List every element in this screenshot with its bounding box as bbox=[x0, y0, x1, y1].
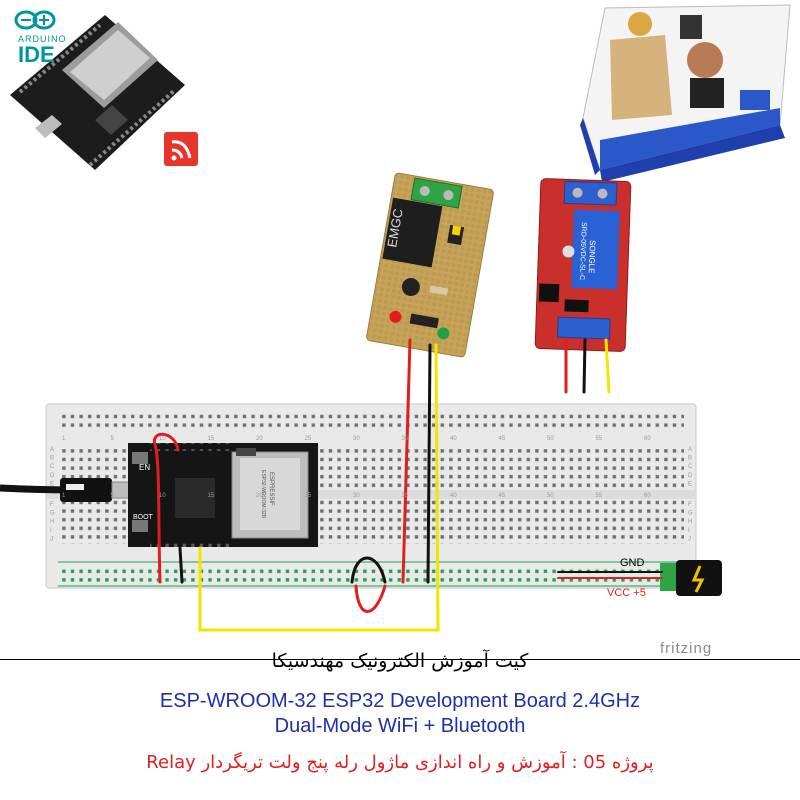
chip-model-label: ESP32-WROOM-32D bbox=[260, 470, 266, 519]
caption-line-2: Dual-Mode WiFi + Bluetooth bbox=[274, 715, 526, 737]
vcc-label: VCC +5 bbox=[607, 587, 646, 599]
breadboard-column-number: 5 bbox=[111, 436, 115, 442]
breadboard-row-letter: J bbox=[50, 536, 53, 542]
breadboard-column-number: 10 bbox=[159, 493, 166, 499]
caption-divider bbox=[0, 659, 800, 660]
breadboard-row-letter: F bbox=[50, 502, 54, 508]
esp32-board-photo bbox=[10, 15, 185, 170]
breadboard-row-letter: E bbox=[50, 481, 54, 487]
breadboard-row-letter: B bbox=[50, 456, 54, 462]
breadboard-column-number: 40 bbox=[450, 436, 457, 442]
left-relay-brand-label: EMGC bbox=[384, 208, 406, 249]
breadboard-row-letter: B bbox=[688, 456, 692, 462]
esp32-devkit bbox=[128, 443, 318, 547]
breadboard-row-letter: C bbox=[50, 464, 55, 470]
breadboard-row-letter: F bbox=[688, 502, 692, 508]
breadboard-column-number: 55 bbox=[596, 493, 603, 499]
fritzing-watermark: fritzing bbox=[660, 640, 713, 657]
arduino-ide-logo bbox=[14, 10, 56, 30]
breadboard-row-letter: H bbox=[688, 519, 692, 525]
breadboard-column-number: 20 bbox=[256, 493, 263, 499]
breadboard-column-number: 25 bbox=[305, 493, 312, 499]
breadboard-row-letter: J bbox=[688, 536, 691, 542]
breadboard-row-letter: I bbox=[688, 528, 690, 534]
breadboard-column-number: 1 bbox=[62, 436, 66, 442]
breadboard-column-number: 20 bbox=[256, 436, 263, 442]
ide-small-text: ARDUINO bbox=[18, 34, 67, 44]
breadboard-row-letter: E bbox=[688, 481, 692, 487]
right-relay-spec-label: SRD-05VDC-SL-C bbox=[578, 222, 587, 280]
breadboard-column-number: 60 bbox=[644, 436, 651, 442]
breadboard-column-number: 45 bbox=[499, 436, 506, 442]
caption-project: پروژه 05 : آموزش و راه اندازی ماژول رله … bbox=[146, 752, 654, 773]
espressif-logo-icon bbox=[164, 132, 198, 166]
breadboard-row-letter: H bbox=[50, 519, 54, 525]
relay-module-left bbox=[366, 172, 494, 358]
breadboard-column-number: 10 bbox=[159, 436, 166, 442]
right-relay-brand-label: SONGLE bbox=[587, 240, 597, 274]
en-button-label: EN bbox=[139, 463, 150, 472]
breadboard-column-number: 15 bbox=[208, 493, 215, 499]
breadboard-column-number: 40 bbox=[450, 493, 457, 499]
breadboard-column-number: 5 bbox=[111, 493, 115, 499]
arduino-ide-text: ARDUINO IDE bbox=[18, 34, 67, 68]
breadboard-column-number: 30 bbox=[353, 436, 360, 442]
breadboard-row-letter: D bbox=[688, 473, 693, 479]
caption-title-fa: کیت آموزش الکترونیک مهندسیکا bbox=[271, 650, 529, 672]
breadboard-column-number: 50 bbox=[547, 436, 554, 442]
gnd-label: GND bbox=[620, 557, 645, 569]
breadboard-column-number: 30 bbox=[353, 493, 360, 499]
wires bbox=[152, 338, 663, 632]
breadboard-column-number: 60 bbox=[644, 493, 651, 499]
breadboard-row-letter: D bbox=[50, 473, 55, 479]
caption-line-1: ESP-WROOM-32 ESP32 Development Board 2.4… bbox=[159, 690, 641, 712]
chip-brand-label: ESPRESSIF bbox=[268, 472, 274, 506]
breadboard-column-number: 35 bbox=[402, 436, 409, 442]
breadboard-column-number: 45 bbox=[499, 493, 506, 499]
breadboard-row-letter: A bbox=[50, 447, 54, 453]
ide-big-text: IDE bbox=[18, 42, 55, 67]
breadboard-column-number: 35 bbox=[402, 493, 409, 499]
breadboard-column-number: 25 bbox=[305, 436, 312, 442]
kit-box-photo bbox=[580, 4, 791, 182]
breadboard-column-number: 50 bbox=[547, 493, 554, 499]
breadboard-row-letter: G bbox=[688, 511, 693, 517]
relay-module-right bbox=[534, 178, 632, 352]
breadboard-row-letter: I bbox=[50, 528, 52, 534]
breadboard-column-number: 15 bbox=[208, 436, 215, 442]
breadboard-column-number: 55 bbox=[596, 436, 603, 442]
breadboard-row-letter: A bbox=[688, 447, 692, 453]
power-jack bbox=[660, 560, 722, 596]
breadboard-row-letter: C bbox=[688, 464, 693, 470]
boot-button-label: BOOT bbox=[133, 514, 154, 521]
breadboard-column-number: 1 bbox=[62, 493, 66, 499]
breadboard-row-letter: G bbox=[50, 511, 55, 517]
